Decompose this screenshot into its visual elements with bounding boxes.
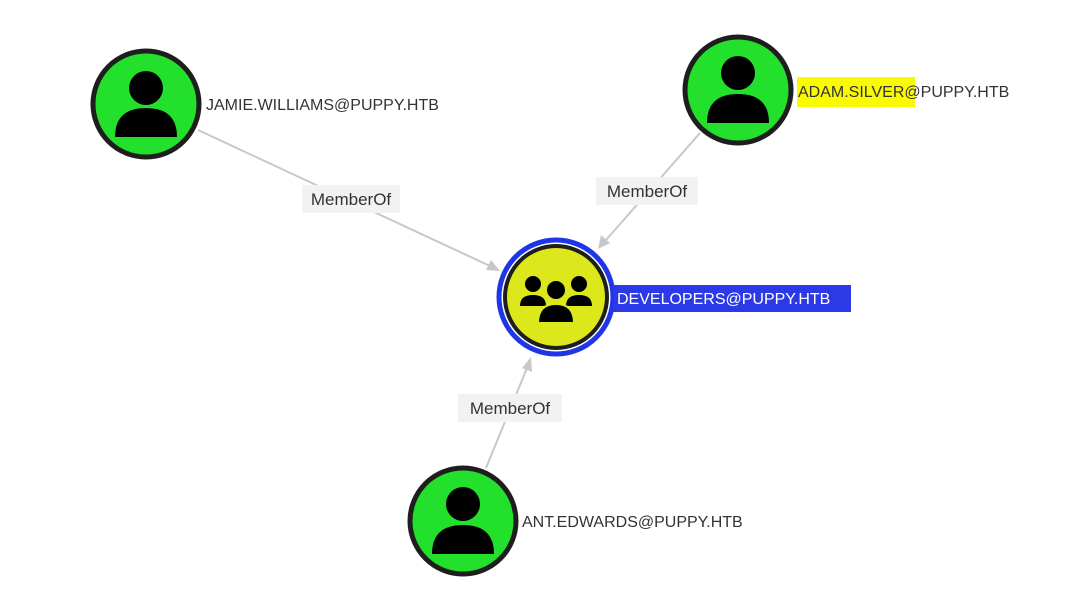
arrowhead-icon [522, 357, 532, 372]
node-ant-edwards[interactable]: ANT.EDWARDS@PUPPY.HTB [407, 465, 743, 577]
node-label: ANT.EDWARDS@PUPPY.HTB [522, 514, 743, 531]
node-label-rest: @PUPPY.HTB [904, 84, 1009, 101]
arrowhead-icon [486, 260, 500, 271]
node-label-highlight: ADAM.SILVER [798, 84, 904, 101]
edge-label-text: MemberOf [470, 399, 551, 418]
node-label: ADAM.SILVER@PUPPY.HTB [798, 84, 1009, 101]
user-icon [432, 487, 494, 554]
node-adam-silver[interactable]: ADAM.SILVER@PUPPY.HTB [682, 34, 1009, 146]
user-icon [115, 71, 177, 137]
edge-ant-to-developers[interactable]: MemberOf [458, 357, 562, 469]
node-jamie-williams[interactable]: JAMIE.WILLIAMS@PUPPY.HTB [90, 48, 439, 160]
edge-label-adam: MemberOf [596, 177, 698, 205]
edge-jamie-to-developers[interactable]: MemberOf [197, 129, 500, 271]
selected-label-bg [613, 285, 851, 312]
edge-label-text: MemberOf [607, 182, 688, 201]
group-icon [520, 276, 592, 324]
user-icon [707, 56, 769, 123]
node-label: DEVELOPERS@PUPPY.HTB [617, 291, 830, 308]
edge-label-ant: MemberOf [458, 394, 562, 422]
node-label: JAMIE.WILLIAMS@PUPPY.HTB [206, 97, 439, 114]
edge-label-jamie: MemberOf [302, 185, 400, 213]
edge-adam-to-developers[interactable]: MemberOf [596, 132, 701, 249]
search-highlight [797, 77, 915, 107]
node-developers[interactable]: DEVELOPERS@PUPPY.HTB [496, 237, 851, 357]
arrowhead-icon [598, 235, 610, 249]
edge-label-text: MemberOf [311, 190, 392, 209]
